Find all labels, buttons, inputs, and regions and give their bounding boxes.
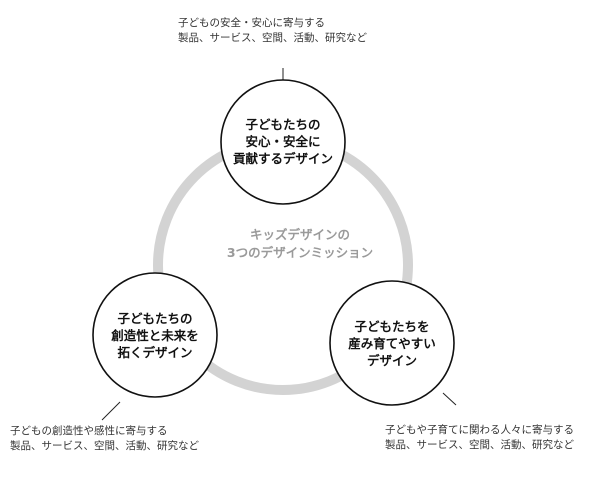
mission-title-creativity: 子どもたちの 創造性と未来を 拓くデザイン	[90, 310, 220, 361]
description-line: 子どもの創造性や感性に寄与する	[10, 425, 168, 437]
center-caption-line: 3つのデザインミッション	[226, 245, 374, 260]
description-line: 製品、サービス、空間、活動、研究など	[178, 32, 367, 44]
description-line: 子どもの安全・安心に寄与する	[178, 17, 325, 29]
leader-line-right	[442, 392, 457, 406]
mission-title-line: 子どもたちの	[245, 117, 321, 132]
leader-line-left	[101, 401, 121, 421]
mission-title-line: 産み育てやすい	[348, 336, 436, 351]
mission-circle-childrearing	[329, 280, 455, 406]
mission-title-line: 子どもたちを	[354, 319, 430, 334]
mission-title-line: 子どもたちの	[117, 311, 193, 326]
mission-description-creativity: 子どもの創造性や感性に寄与する 製品、サービス、空間、活動、研究など	[10, 424, 199, 454]
mission-description-safety: 子どもの安全・安心に寄与する 製品、サービス、空間、活動、研究など	[178, 16, 367, 46]
mission-circle-creativity	[92, 272, 218, 398]
description-line: 製品、サービス、空間、活動、研究など	[10, 440, 199, 452]
mission-title-line: 創造性と未来を	[111, 328, 199, 343]
mission-title-line: 拓くデザイン	[117, 345, 193, 360]
mission-title-line: 貢献するデザイン	[232, 151, 333, 166]
center-caption-line: キッズデザインの	[249, 227, 350, 242]
mission-title-line: デザイン	[366, 353, 417, 368]
mission-description-childrearing: 子どもや子育てに関わる人々に寄与する 製品、サービス、空間、活動、研究など	[385, 423, 574, 453]
mission-circle-safety	[220, 79, 346, 205]
description-line: 製品、サービス、空間、活動、研究など	[385, 439, 574, 451]
mission-title-safety: 子どもたちの 安心・安全に 貢献するデザイン	[218, 116, 348, 167]
center-caption: キッズデザインの 3つのデザインミッション	[190, 226, 410, 262]
mission-title-line: 安心・安全に	[245, 134, 321, 149]
mission-title-childrearing: 子どもたちを 産み育てやすい デザイン	[327, 318, 457, 369]
description-line: 子どもや子育てに関わる人々に寄与する	[385, 424, 574, 436]
